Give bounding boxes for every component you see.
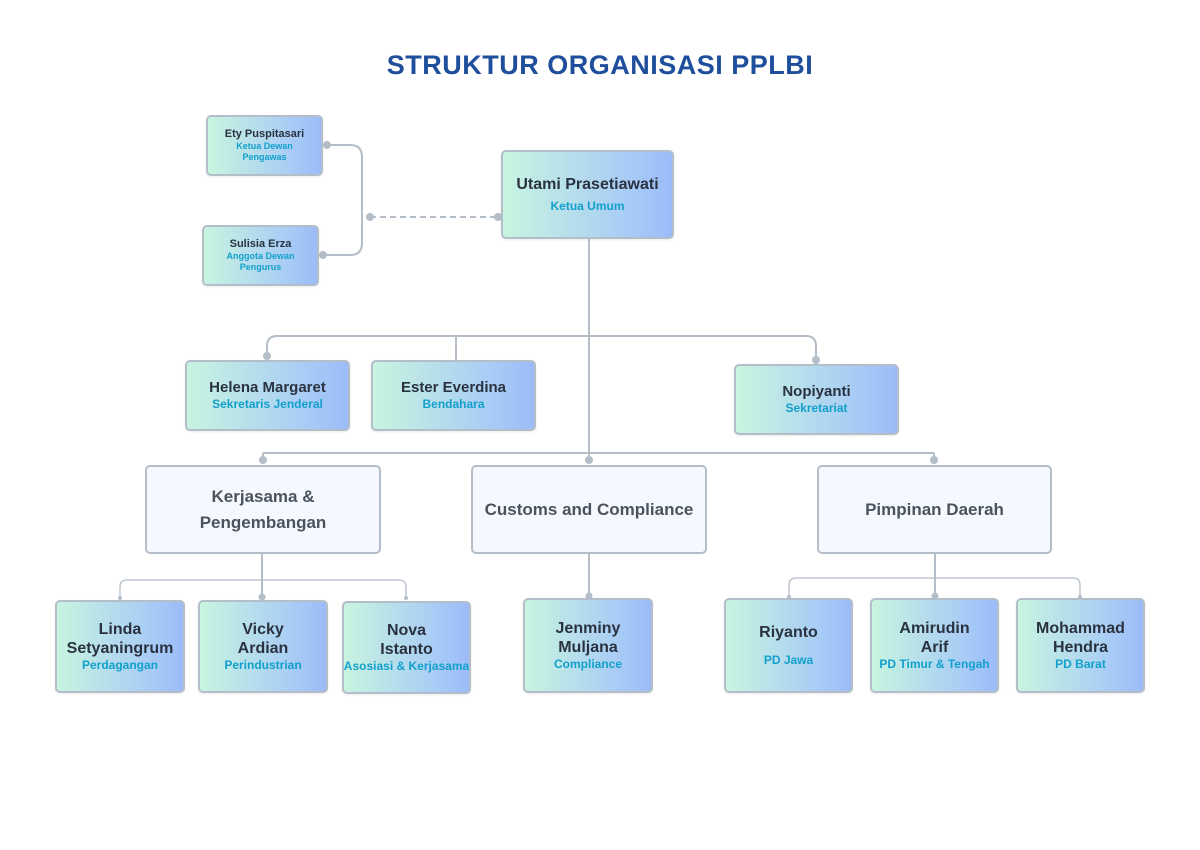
person-name: Linda Setyaningrum — [66, 620, 174, 657]
person-role: PD Barat — [1055, 657, 1106, 672]
dept-kerjasama-pengembangan: Kerjasama & Pengembangan — [145, 465, 381, 554]
org-node-nopiyanti: Nopiyanti Sekretariat — [734, 364, 899, 435]
person-role: Asosiasi & Kerjasama — [343, 659, 470, 674]
person-role: Sekretariat — [785, 401, 848, 415]
person-name: Nova Istanto — [380, 621, 433, 658]
person-name: Amirudin Arif — [899, 619, 970, 656]
person-name: Jenminy Muljana — [555, 619, 621, 656]
dept-customs-compliance: Customs and Compliance — [471, 465, 707, 554]
person-name: Vicky Ardian — [237, 620, 289, 657]
person-name: Mohammad Hendra — [1036, 619, 1125, 656]
person-role: Bendahara — [422, 397, 485, 411]
page-title: STRUKTUR ORGANISASI PPLBI — [386, 50, 814, 80]
org-node-chair: Utami Prasetiawati Ketua Umum — [501, 150, 674, 239]
org-node-sulisia-erza: Sulisia Erza Anggota Dewan Pengurus — [202, 225, 319, 286]
person-name: Ester Everdina — [400, 379, 507, 396]
person-role: Anggota Dewan Pengurus — [226, 250, 295, 273]
person-name: Nopiyanti — [782, 383, 851, 400]
org-node-ester-everdina: Ester Everdina Bendahara — [371, 360, 536, 431]
org-node-nova-istanto: Nova Istanto Asosiasi & Kerjasama — [342, 601, 471, 694]
org-node-mohammad-hendra: Mohammad Hendra PD Barat — [1016, 598, 1145, 693]
person-name: Helena Margaret — [209, 379, 326, 396]
org-node-helena-margaret: Helena Margaret Sekretaris Jenderal — [185, 360, 350, 431]
org-node-vicky-ardian: Vicky Ardian Perindustrian — [198, 600, 328, 693]
org-node-ety-puspitasari: Ety Puspitasari Ketua Dewan Pengawas — [206, 115, 323, 176]
person-name: Ety Puspitasari — [224, 127, 305, 140]
person-role: PD Timur & Tengah — [879, 657, 990, 672]
person-role: Ketua Umum — [550, 198, 625, 213]
org-node-riyanto: Riyanto PD Jawa — [724, 598, 853, 693]
person-role: Perdagangan — [81, 658, 159, 673]
person-role: Compliance — [553, 657, 622, 672]
person-name: Utami Prasetiawati — [516, 176, 659, 194]
person-name: Sulisia Erza — [229, 237, 292, 250]
org-node-amirudin-arif: Amirudin Arif PD Timur & Tengah — [870, 598, 999, 693]
person-role: PD Jawa — [763, 652, 814, 667]
person-role: Perindustrian — [224, 658, 302, 673]
org-node-jenminy-muljana: Jenminy Muljana Compliance — [523, 598, 653, 693]
dept-pimpinan-daerah: Pimpinan Daerah — [817, 465, 1052, 554]
person-role: Ketua Dewan Pengawas — [236, 140, 293, 163]
org-node-linda-setyaningrum: Linda Setyaningrum Perdagangan — [55, 600, 185, 693]
person-role: Sekretaris Jenderal — [212, 397, 323, 411]
person-name: Riyanto — [759, 624, 818, 642]
